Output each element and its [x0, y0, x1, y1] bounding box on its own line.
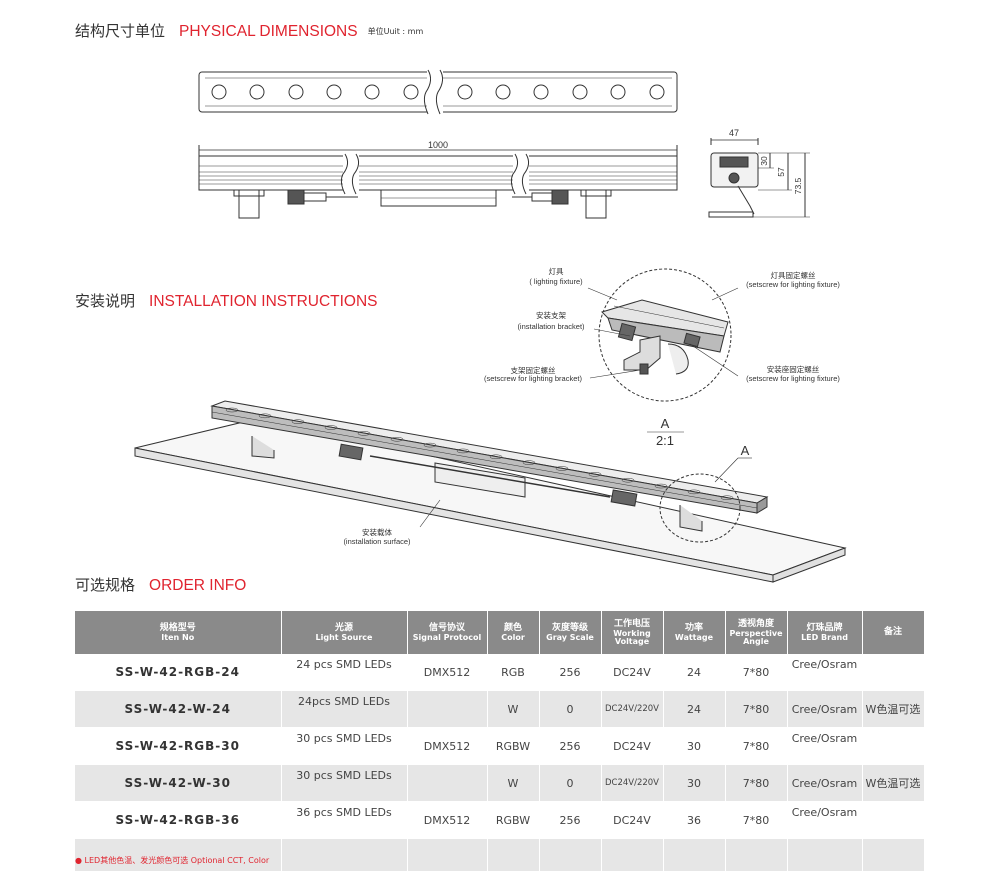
table-row: SS-W-42-RGB-30 30 pcs SMD LEDs DMX512 RG… — [75, 727, 925, 765]
installation-title: 安装说明 INSTALLATION INSTRUCTIONS — [75, 290, 378, 311]
height-dimension-2: 57 — [776, 167, 786, 177]
table-row: SS-W-42-RGB-24 24 pcs SMD LEDs DMX512 RG… — [75, 654, 925, 691]
led-dot — [364, 84, 380, 100]
bracket-screw-label-cn: 支架固定螺丝 — [511, 365, 556, 375]
callout-label: A — [741, 443, 750, 458]
led-dot — [572, 84, 588, 100]
dimension-drawings: 1000 47 30 57 73.5 — [198, 68, 810, 219]
surface-label-cn: 安装载体 — [362, 527, 392, 537]
order-info-title: 可选规格 ORDER INFO — [75, 574, 246, 595]
base-screw-label-cn: 安装座固定螺丝 — [767, 364, 820, 374]
led-dot — [249, 84, 265, 100]
fixture-screw-label-cn: 灯具固定螺丝 — [771, 270, 816, 280]
led-dot — [324, 425, 338, 430]
installation-title-en: INSTALLATION INSTRUCTIONS — [149, 293, 378, 310]
order-title-en: ORDER INFO — [149, 577, 247, 594]
detail-label: A — [661, 416, 670, 431]
led-dot — [720, 495, 734, 500]
physical-title-cn: 结构尺寸单位 — [75, 22, 166, 40]
led-dot — [495, 84, 511, 100]
led-dot — [225, 407, 239, 413]
led-dot — [654, 483, 668, 489]
side-view-bar — [198, 145, 678, 219]
led-dot — [457, 84, 473, 100]
installation-drawing: 灯具 ( lighting fixture) 安装支架 (installatio… — [134, 266, 847, 583]
led-dot — [533, 84, 549, 100]
table-row: SS-W-42-W-24 24pcs SMD LEDs W 0 DC24V/22… — [75, 690, 925, 728]
end-view — [708, 138, 810, 218]
installation-bar — [210, 400, 769, 532]
width-dimension: 47 — [729, 128, 739, 138]
length-dimension: 1000 — [428, 140, 448, 150]
led-dot — [288, 84, 304, 100]
led-dot — [588, 472, 602, 477]
led-dot — [211, 84, 227, 100]
unit-label: 单位Uuit : mm — [367, 27, 424, 36]
led-dot — [621, 477, 635, 483]
height-dimension-1: 30 — [759, 156, 769, 166]
led-dot — [456, 448, 470, 454]
led-dot — [357, 431, 371, 436]
table-row: SS-W-42-W-30 30 pcs SMD LEDs W 0 DC24V/2… — [75, 764, 925, 802]
led-dot — [390, 437, 404, 442]
led-dot — [610, 84, 626, 100]
top-view-bar — [198, 68, 678, 116]
options-note: ● LED其他色温、发光颜色可选 Optional CCT, Color — [75, 856, 270, 865]
fixture-label-en: ( lighting fixture) — [529, 277, 583, 286]
base-screw-label-en: (setscrew for lighting fixture) — [746, 374, 840, 383]
led-dot — [258, 413, 272, 419]
surface-label-en: (installation surface) — [343, 537, 411, 546]
bracket-label-en: (installation bracket) — [517, 322, 585, 331]
table-row: SS-W-42-RGB-36 36 pcs SMD LEDs DMX512 RG… — [75, 801, 925, 839]
physical-title-en: PHYSICAL DIMENSIONS — [179, 23, 358, 40]
led-dot — [291, 419, 305, 424]
fixture-screw-label-en: (setscrew for lighting fixture) — [746, 280, 840, 289]
detail-view-a — [598, 268, 732, 402]
led-dot — [522, 460, 536, 465]
order-title-cn: 可选规格 — [75, 576, 136, 594]
led-dot — [555, 466, 569, 471]
table-row — [75, 838, 925, 872]
header-remarks: 备注 — [862, 611, 925, 654]
led-dot — [326, 84, 342, 100]
bracket-label-cn: 安装支架 — [536, 310, 566, 320]
led-dot — [649, 84, 665, 100]
led-dot — [423, 442, 437, 448]
installation-title-cn: 安装说明 — [75, 292, 136, 310]
physical-dimensions-title: 结构尺寸单位 PHYSICAL DIMENSIONS 单位Uuit : mm — [75, 20, 423, 41]
led-dot — [687, 489, 701, 495]
fixture-label-cn: 灯具 — [549, 266, 564, 276]
detail-scale: 2:1 — [656, 433, 674, 448]
installation-surface — [134, 417, 847, 583]
height-dimension-3: 73.5 — [793, 177, 803, 194]
led-dot — [403, 84, 419, 100]
bracket-screw-label-en: (setscrew for lighting bracket) — [484, 374, 582, 383]
led-dot — [489, 454, 503, 460]
